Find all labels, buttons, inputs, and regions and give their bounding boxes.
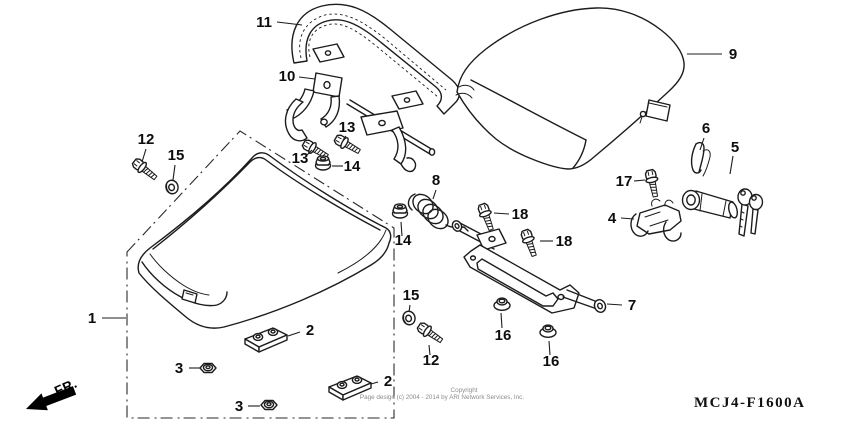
part-11-grab-rail bbox=[291, 3, 461, 115]
part-18-bolt bbox=[475, 201, 498, 233]
part-17-bolt bbox=[643, 168, 662, 199]
figure-part-code: MCJ4-F1600A bbox=[694, 395, 805, 411]
part-15-grommet bbox=[400, 309, 418, 327]
leader-line bbox=[370, 381, 379, 385]
leader-line bbox=[408, 304, 411, 313]
callout-5[interactable]: 5 bbox=[731, 139, 739, 156]
fr-direction-indicator: FR. bbox=[26, 376, 79, 411]
part-12-bolt bbox=[414, 319, 446, 347]
part-14-nut bbox=[391, 203, 409, 219]
leader-line bbox=[500, 312, 503, 329]
leader-line bbox=[428, 344, 431, 356]
callout-16[interactable]: 16 bbox=[543, 353, 560, 370]
leader-line bbox=[172, 164, 176, 181]
part-3-nut bbox=[199, 362, 217, 374]
part-1-main-seat bbox=[137, 152, 392, 329]
callout-4[interactable]: 4 bbox=[608, 210, 617, 227]
callout-16[interactable]: 16 bbox=[495, 327, 512, 344]
part-4-seat-latch bbox=[630, 198, 682, 242]
leader-line bbox=[276, 21, 303, 26]
callout-18[interactable]: 18 bbox=[556, 233, 573, 250]
callout-9[interactable]: 9 bbox=[729, 46, 737, 63]
leader-line bbox=[699, 137, 705, 151]
callout-15[interactable]: 15 bbox=[403, 287, 420, 304]
callout-18[interactable]: 18 bbox=[512, 206, 529, 223]
part-12-bolt bbox=[129, 155, 160, 184]
fr-label: FR. bbox=[52, 376, 79, 399]
leader-line bbox=[606, 303, 623, 306]
callout-10[interactable]: 10 bbox=[279, 68, 296, 85]
callout-2[interactable]: 2 bbox=[306, 322, 314, 339]
part-3-nut bbox=[260, 399, 278, 411]
leader-line bbox=[400, 221, 403, 237]
part-10-bracket bbox=[284, 72, 343, 142]
leader-line bbox=[287, 331, 301, 337]
seat-group-box bbox=[126, 130, 395, 419]
callout-17[interactable]: 17 bbox=[616, 173, 633, 190]
callout-6[interactable]: 6 bbox=[702, 120, 710, 137]
part-15-grommet bbox=[163, 178, 181, 196]
callout-2[interactable]: 2 bbox=[384, 373, 392, 390]
leader-line bbox=[548, 340, 551, 356]
callout-12[interactable]: 12 bbox=[138, 131, 155, 148]
part-2-mount-rubber bbox=[244, 327, 288, 353]
callout-13[interactable]: 13 bbox=[339, 119, 356, 136]
callout-12[interactable]: 12 bbox=[423, 352, 440, 369]
part-9-rear-seat bbox=[455, 7, 685, 170]
part-18-bolt bbox=[518, 227, 541, 259]
leader-line bbox=[342, 135, 347, 141]
callout-8[interactable]: 8 bbox=[432, 172, 440, 189]
part-14-nut bbox=[314, 155, 332, 171]
callout-13[interactable]: 13 bbox=[292, 150, 309, 167]
part-6-clip bbox=[690, 141, 711, 177]
leader-line bbox=[306, 149, 313, 156]
part-7-bracket-assembly bbox=[451, 220, 607, 314]
callout-14[interactable]: 14 bbox=[395, 232, 412, 249]
callout-3[interactable]: 3 bbox=[175, 360, 183, 377]
part-16-cushion bbox=[493, 297, 511, 311]
copyright-line-1: Copyright bbox=[451, 387, 478, 394]
part-hook-bracket bbox=[360, 110, 417, 173]
leader-line bbox=[432, 189, 437, 200]
callout-14[interactable]: 14 bbox=[344, 158, 361, 175]
callout-1[interactable]: 1 bbox=[88, 310, 96, 327]
copyright-line-2: Page design (c) 2004 - 2014 by ARI Netwo… bbox=[360, 394, 524, 401]
callout-11[interactable]: 11 bbox=[256, 14, 272, 31]
leader-line bbox=[729, 155, 734, 175]
leader-line bbox=[633, 179, 646, 182]
part-16-cushion bbox=[539, 324, 557, 338]
fr-arrow-icon bbox=[26, 386, 77, 411]
leader-line bbox=[298, 76, 316, 80]
part-5-lock-set bbox=[681, 188, 764, 237]
leader-line bbox=[493, 212, 510, 215]
callout-3[interactable]: 3 bbox=[235, 398, 243, 415]
callout-15[interactable]: 15 bbox=[168, 147, 185, 164]
part-13-bolt bbox=[332, 132, 363, 158]
leader-line bbox=[620, 217, 635, 220]
callout-7[interactable]: 7 bbox=[628, 297, 636, 314]
leader-line bbox=[141, 148, 147, 163]
